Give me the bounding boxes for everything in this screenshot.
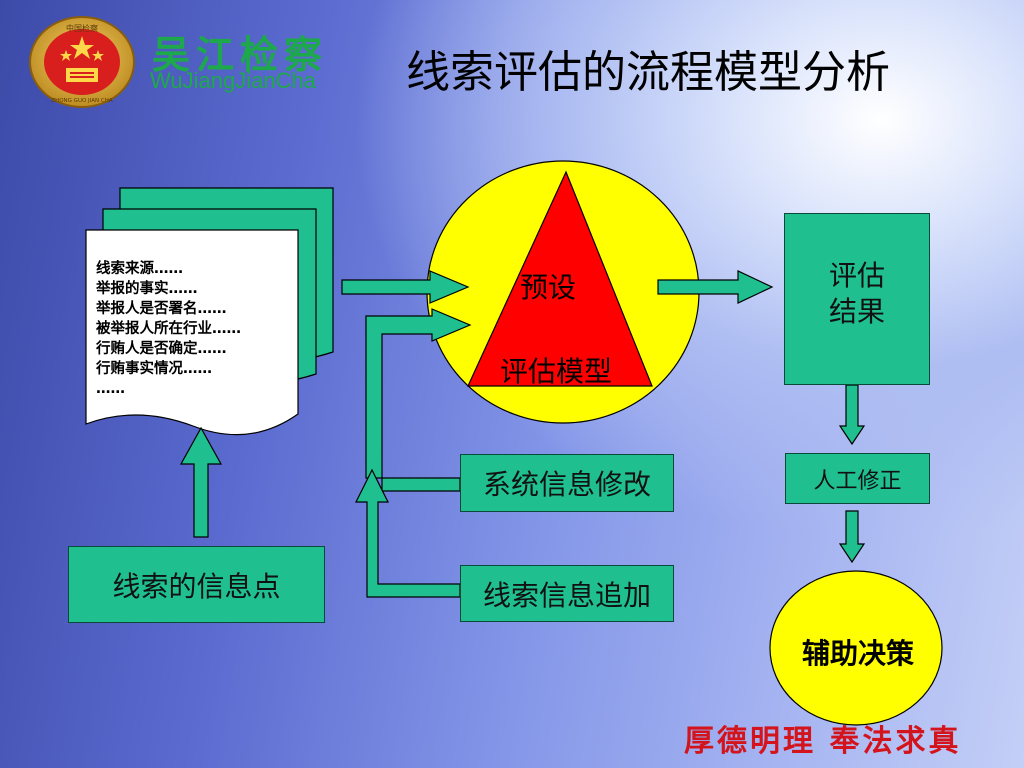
arrow-down-icon-1 [838, 384, 866, 446]
decision-label: 辅助决策 [801, 637, 914, 670]
document-line: 行贿人是否确定…… [96, 341, 227, 357]
prosecutor-emblem-icon: 中国检察 ZHONG GUO JIAN CHA [29, 16, 135, 108]
document-line: 被举报人所在行业…… [96, 321, 241, 337]
document-line: 举报人是否署名…… [96, 301, 227, 317]
decision-circle [769, 570, 943, 726]
logo-name-cn: 吴江检察 [152, 32, 329, 77]
document-line: 线索来源…… [96, 261, 183, 277]
document-stack-icon [85, 187, 334, 436]
info-append-box: 线索信息追加 [460, 565, 674, 622]
arrow-right-icon [341, 270, 470, 304]
document-lines: 线索来源…… 举报的事实…… 举报人是否署名…… 被举报人所在行业…… 行贿人是… [96, 259, 241, 399]
result-label-line2: 结果 [828, 295, 885, 328]
info-points-box: 线索的信息点 [68, 546, 325, 623]
arrow-right-result-icon [657, 270, 774, 304]
info-append-label: 线索信息追加 [482, 578, 651, 612]
footer-motto: 厚德明理 奉法求真 [684, 724, 962, 759]
arrow-down-icon-2 [838, 510, 866, 564]
result-label-line1: 评估 [828, 259, 885, 292]
model-triangle [467, 170, 653, 387]
model-label-bottom: 评估模型 [500, 355, 613, 388]
document-line: 行贿事实情况…… [96, 361, 212, 377]
logo-name-en: WuJiangJianCha [150, 68, 316, 93]
page-title: 线索评估的流程模型分析 [406, 47, 890, 98]
model-label-top: 预设 [520, 271, 577, 304]
manual-correction-box: 人工修正 [785, 453, 930, 504]
system-modify-box: 系统信息修改 [460, 454, 674, 512]
emblem-top-text: 中国检察 [66, 23, 98, 33]
result-box: 评估 结果 [784, 213, 930, 385]
manual-correction-label: 人工修正 [813, 468, 902, 494]
info-points-label: 线索的信息点 [112, 569, 281, 603]
feedback-arrow-system-modify [365, 308, 472, 492]
document-line: 举报的事实…… [96, 281, 198, 297]
arrow-up-icon [179, 426, 223, 538]
feedback-arrow-info-append [355, 468, 461, 598]
document-line: …… [96, 381, 125, 397]
emblem-bottom-text: ZHONG GUO JIAN CHA [51, 98, 113, 104]
system-modify-label: 系统信息修改 [482, 468, 651, 501]
